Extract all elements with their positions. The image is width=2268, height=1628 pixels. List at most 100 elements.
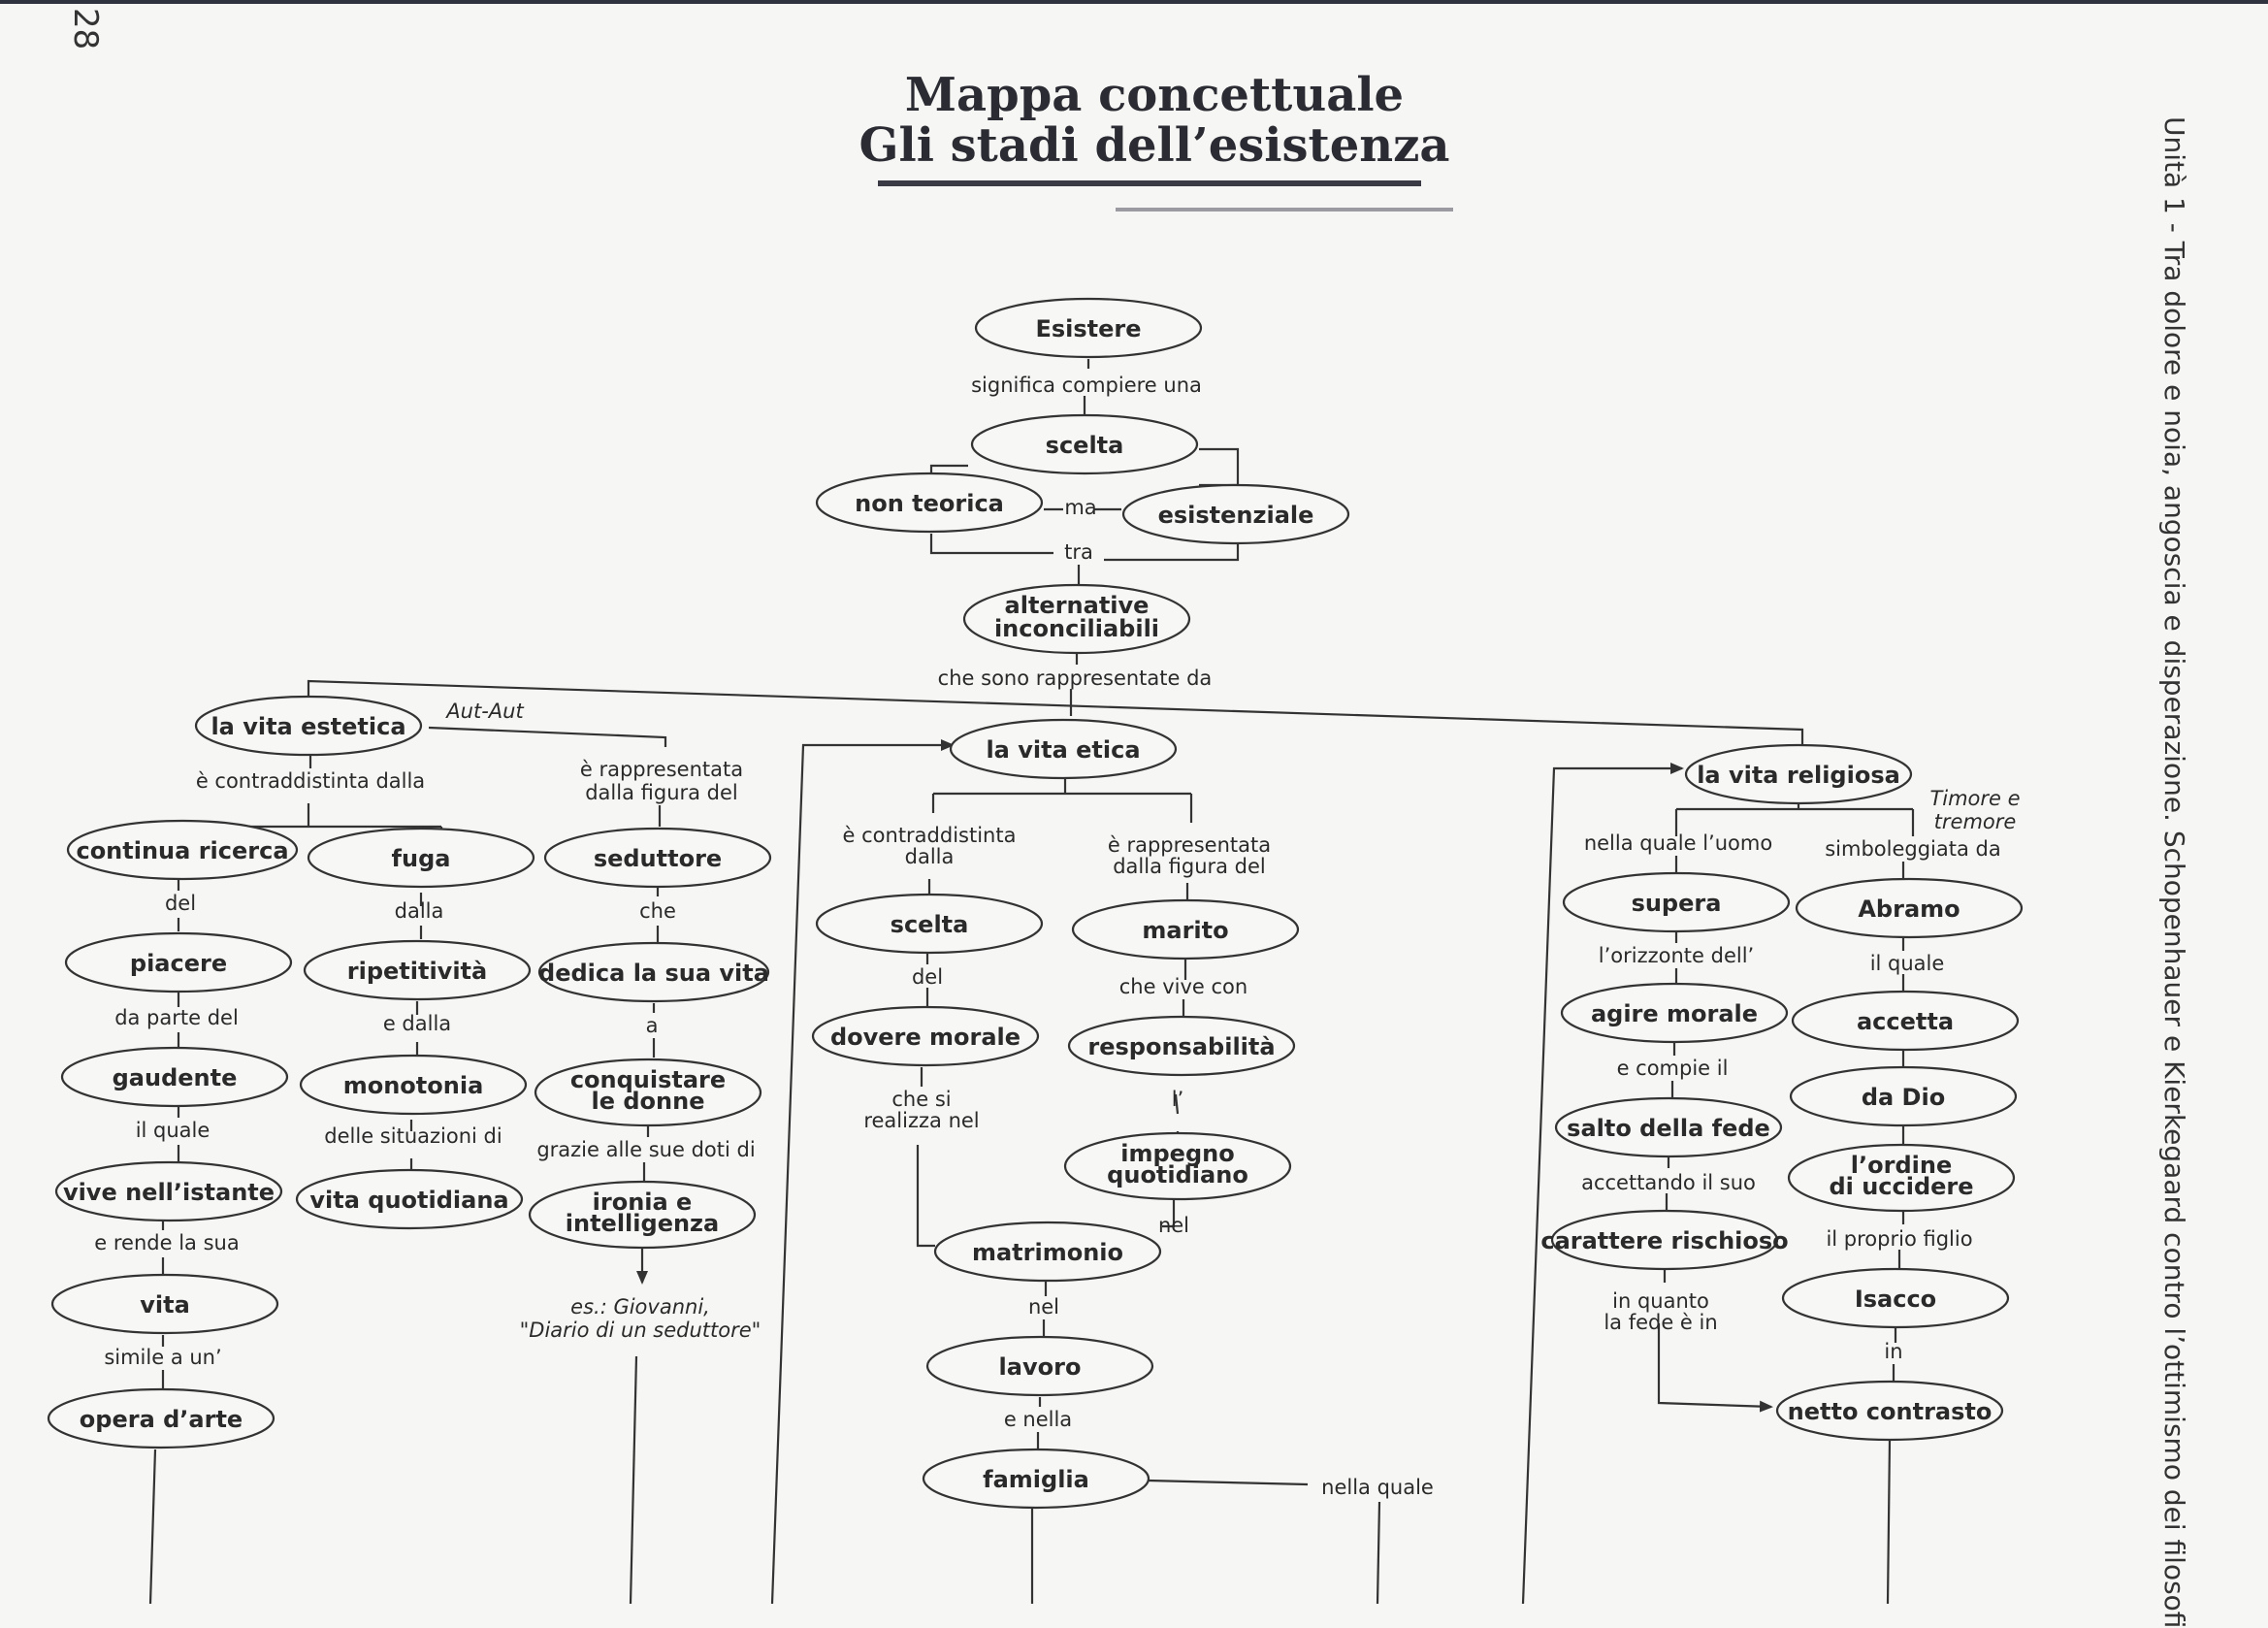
connector-lines bbox=[148, 359, 1915, 1604]
node-gaudente: gaudente bbox=[60, 1046, 289, 1108]
top-edge-bar bbox=[0, 0, 2268, 4]
svg-text:la vita religiosa: la vita religiosa bbox=[1697, 762, 1900, 789]
title-line-2: Gli stadi dell’esistenza bbox=[859, 118, 1450, 173]
node-famiglia: famiglia bbox=[922, 1448, 1150, 1510]
node-supera: supera bbox=[1562, 871, 1791, 933]
node-esistenziale: esistenziale bbox=[1121, 483, 1350, 545]
label-accettando: accettando il suo bbox=[1581, 1171, 1756, 1194]
label-del-2: del bbox=[912, 965, 943, 989]
label-che-vive-con: che vive con bbox=[1119, 975, 1247, 998]
node-non-teorica: non teorica bbox=[815, 472, 1044, 534]
node-agire-morale: agire morale bbox=[1560, 982, 1789, 1044]
svg-text:vita: vita bbox=[140, 1291, 190, 1319]
svg-text:Abramo: Abramo bbox=[1858, 895, 1960, 923]
node-piacere: piacere bbox=[64, 931, 293, 993]
svg-text:supera: supera bbox=[1632, 890, 1722, 917]
node-alternative-inconciliabili: alternative inconciliabili bbox=[962, 583, 1191, 655]
svg-text:matrimonio: matrimonio bbox=[972, 1239, 1123, 1266]
svg-text:Esistere: Esistere bbox=[1035, 315, 1141, 342]
node-monotonia: monotonia bbox=[299, 1054, 528, 1116]
node-vive-istante: vive nell’istante bbox=[54, 1160, 283, 1222]
label-e-dalla: e dalla bbox=[383, 1012, 451, 1035]
label-rappresentata-2: dalla figura del bbox=[585, 781, 738, 804]
svg-text:quotidiano: quotidiano bbox=[1107, 1161, 1248, 1188]
node-impegno-quotidiano: impegno quotidiano bbox=[1063, 1131, 1292, 1201]
node-matrimonio: matrimonio bbox=[933, 1221, 1162, 1283]
node-scelta-etica: scelta bbox=[815, 893, 1044, 955]
label-e-rende: e rende la sua bbox=[94, 1231, 239, 1254]
svg-text:scelta: scelta bbox=[1046, 432, 1124, 459]
svg-text:alternative: alternative bbox=[1005, 592, 1150, 619]
svg-text:netto contrasto: netto contrasto bbox=[1788, 1398, 1993, 1425]
node-lavoro: lavoro bbox=[925, 1335, 1154, 1397]
svg-text:dovere morale: dovere morale bbox=[830, 1024, 1021, 1051]
title-line-1: Mappa concettuale bbox=[904, 68, 1405, 122]
node-marito: marito bbox=[1071, 898, 1300, 961]
label-etica-contraddistinta-2: dalla bbox=[905, 845, 955, 868]
node-ripetitivita: ripetitività bbox=[303, 939, 532, 1001]
svg-text:piacere: piacere bbox=[130, 950, 227, 977]
label-il-quale: il quale bbox=[136, 1119, 211, 1142]
node-ironia-intelligenza: ironia e intelligenza bbox=[528, 1180, 757, 1250]
svg-text:opera d’arte: opera d’arte bbox=[80, 1406, 243, 1433]
node-esistere: Esistere bbox=[974, 297, 1203, 359]
node-carattere-rischioso: carattere rischioso bbox=[1540, 1209, 1789, 1271]
label-a: a bbox=[646, 1014, 659, 1037]
svg-text:accetta: accetta bbox=[1857, 1008, 1954, 1035]
label-nel: nel bbox=[1158, 1214, 1189, 1237]
node-abramo: Abramo bbox=[1795, 877, 2024, 939]
svg-text:carattere rischioso: carattere rischioso bbox=[1540, 1227, 1788, 1254]
svg-text:di uccidere: di uccidere bbox=[1829, 1173, 1973, 1200]
node-responsabilita: responsabilità bbox=[1067, 1015, 1296, 1077]
label-che: che bbox=[639, 899, 676, 923]
svg-text:ripetitività: ripetitività bbox=[347, 958, 487, 985]
label-timore-1: Timore e bbox=[1929, 787, 2020, 810]
label-dalla: dalla bbox=[395, 899, 444, 923]
svg-text:da Dio: da Dio bbox=[1862, 1084, 1945, 1111]
svg-text:intelligenza: intelligenza bbox=[566, 1210, 719, 1237]
label-del: del bbox=[165, 892, 196, 915]
svg-text:non teorica: non teorica bbox=[855, 490, 1004, 517]
label-da-parte-del: da parte del bbox=[114, 1006, 239, 1029]
svg-text:impegno: impegno bbox=[1120, 1140, 1234, 1167]
node-fuga: fuga bbox=[307, 827, 535, 889]
node-da-dio: da Dio bbox=[1789, 1065, 2018, 1127]
svg-text:vita quotidiana: vita quotidiana bbox=[309, 1187, 508, 1214]
label-che-si-2: realizza nel bbox=[863, 1109, 979, 1132]
label-contraddistinta-dalla: è contraddistinta dalla bbox=[196, 769, 425, 793]
label-situazioni-di: delle situazioni di bbox=[324, 1124, 502, 1148]
label-rappresentata-1: è rappresentata bbox=[580, 758, 743, 781]
node-salto-fede: salto della fede bbox=[1554, 1096, 1783, 1158]
svg-text:responsabilità: responsabilità bbox=[1087, 1033, 1275, 1060]
node-ordine-uccidere: l’ordine di uccidere bbox=[1787, 1143, 2016, 1213]
label-etica-rappresentata-2: dalla figura del bbox=[1113, 855, 1266, 878]
node-vita: vita bbox=[50, 1273, 279, 1335]
label-timore-2: tremore bbox=[1934, 810, 2017, 833]
node-accetta: accetta bbox=[1791, 990, 2020, 1052]
label-proprio-figlio: il proprio figlio bbox=[1826, 1227, 1972, 1251]
node-vita-estetica: la vita estetica bbox=[194, 695, 423, 757]
svg-text:famiglia: famiglia bbox=[983, 1466, 1089, 1493]
label-in-quanto-1: in quanto bbox=[1612, 1289, 1709, 1313]
label-orizzonte: l’orizzonte dell’ bbox=[1599, 944, 1754, 967]
node-continua-ricerca: continua ricerca bbox=[66, 819, 299, 881]
node-vita-quotidiana: vita quotidiana bbox=[295, 1168, 524, 1230]
svg-text:continua ricerca: continua ricerca bbox=[76, 837, 288, 864]
svg-text:lavoro: lavoro bbox=[999, 1353, 1082, 1381]
page-title: Mappa concettuale Gli stadi dell’esisten… bbox=[854, 70, 1455, 171]
label-e-compie: e compie il bbox=[1617, 1057, 1729, 1080]
svg-text:la vita estetica: la vita estetica bbox=[211, 713, 405, 740]
node-dovere-morale: dovere morale bbox=[811, 1005, 1040, 1067]
title-underline-shadow bbox=[1116, 208, 1453, 212]
title-underline bbox=[878, 180, 1421, 186]
label-rappresentate-da: che sono rappresentate da bbox=[938, 667, 1213, 690]
node-seduttore: seduttore bbox=[543, 827, 772, 889]
node-scelta: scelta bbox=[970, 413, 1199, 475]
svg-text:ironia e: ironia e bbox=[593, 1188, 693, 1216]
svg-text:l’ordine: l’ordine bbox=[1851, 1152, 1952, 1179]
label-tra: tra bbox=[1064, 540, 1093, 564]
node-vita-etica: la vita etica bbox=[949, 718, 1178, 780]
label-grazie-doti: grazie alle sue doti di bbox=[536, 1138, 755, 1161]
